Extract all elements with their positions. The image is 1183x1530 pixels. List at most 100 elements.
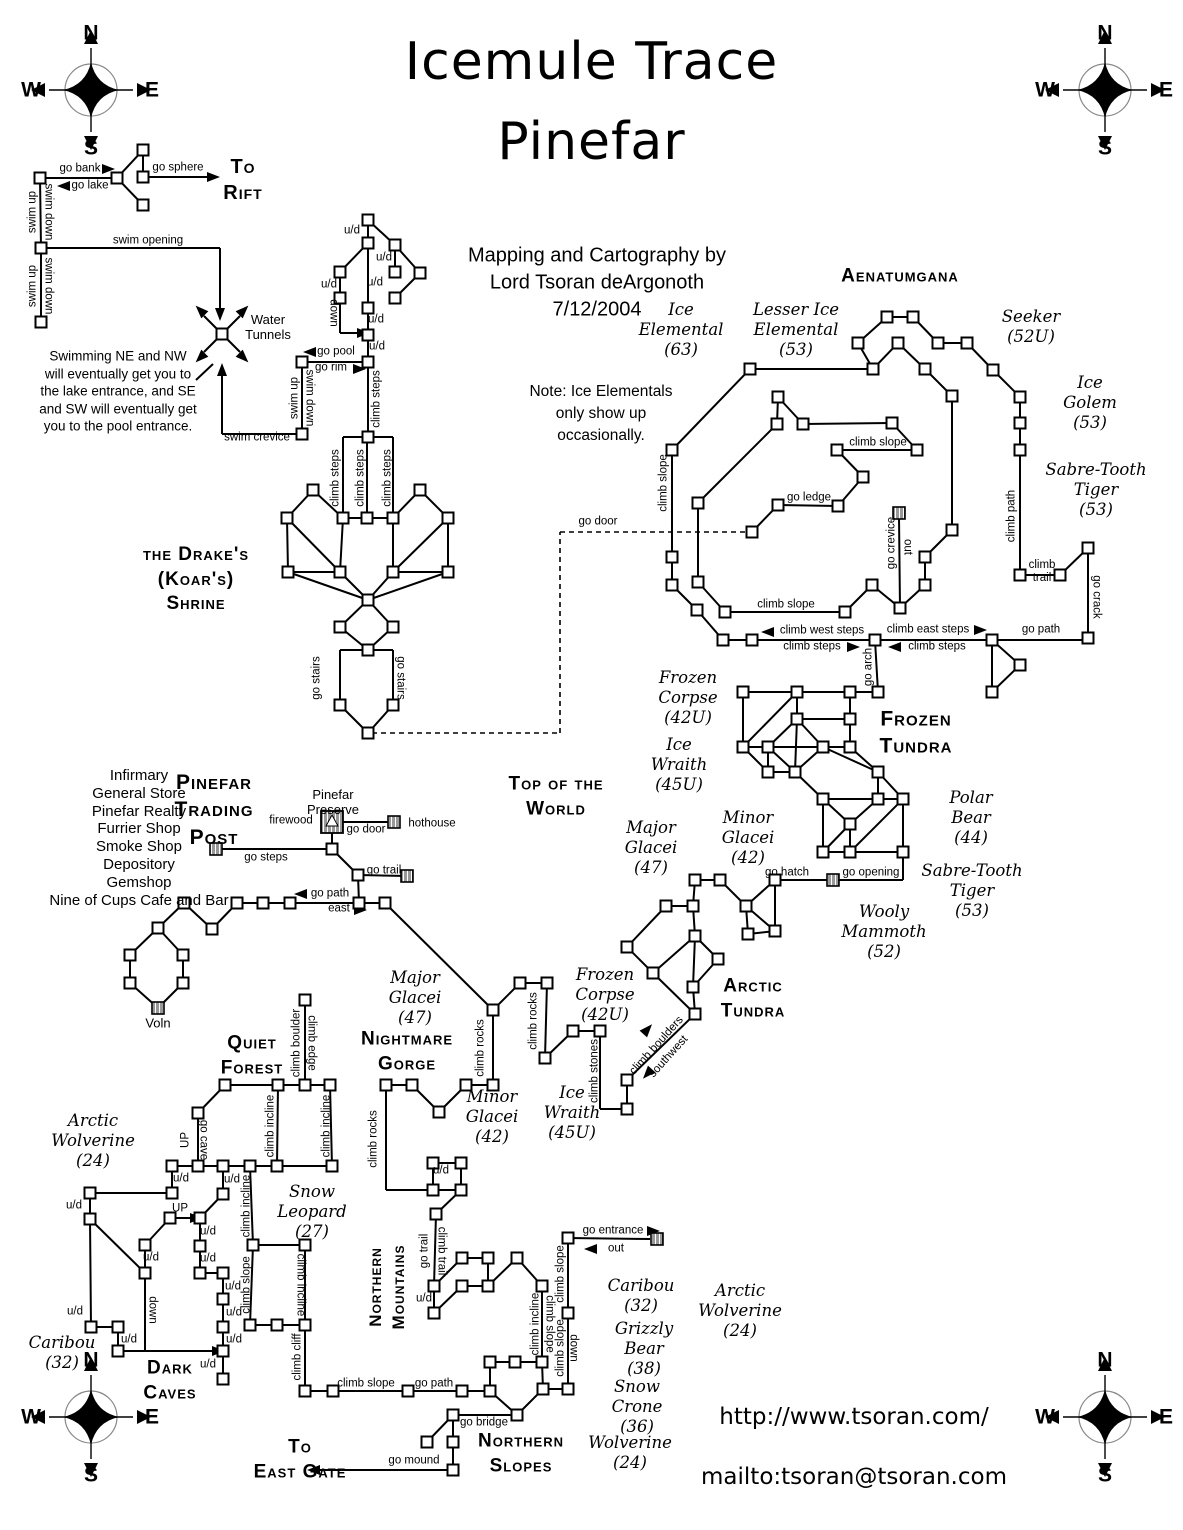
room-node[interactable] [361,643,375,657]
room-node[interactable] [871,685,885,699]
room-node[interactable] [745,633,759,647]
room-node[interactable] [333,698,347,712]
room-node[interactable] [510,1251,524,1265]
room-node[interactable] [646,966,660,980]
room-node[interactable] [535,1279,549,1293]
room-node[interactable] [910,443,924,457]
room-node[interactable] [830,443,844,457]
email-link[interactable]: mailto:tsoran@tsoran.com [701,1464,1007,1490]
room-node[interactable] [386,511,400,525]
room-node[interactable] [243,1159,257,1173]
room-node[interactable] [816,792,830,806]
room-node[interactable] [420,1435,434,1449]
room-node[interactable] [333,265,347,279]
room-node[interactable] [176,948,190,962]
room-node[interactable] [986,363,1000,377]
room-node[interactable] [243,1318,257,1332]
room-node[interactable] [838,605,852,619]
room-node[interactable] [281,565,295,579]
room-node[interactable] [945,523,959,537]
room-node[interactable] [885,416,899,430]
room-node[interactable] [193,1211,207,1225]
room-node[interactable] [843,685,857,699]
building-node[interactable] [387,815,401,829]
room-node[interactable] [298,993,312,1007]
room-node[interactable] [454,1183,468,1197]
room-node[interactable] [620,940,634,954]
room-node[interactable] [688,1007,702,1021]
room-node[interactable] [768,924,782,938]
room-node[interactable] [361,593,375,607]
room-node[interactable] [761,740,775,754]
room-node[interactable] [659,899,673,913]
building-node[interactable] [650,1232,664,1246]
room-node[interactable] [151,921,165,935]
room-node[interactable] [386,620,400,634]
room-node[interactable] [333,565,347,579]
room-node[interactable] [454,1156,468,1170]
room-node[interactable] [191,1159,205,1173]
room-node[interactable] [298,1238,312,1252]
room-node[interactable] [379,1078,393,1092]
room-node[interactable] [716,633,730,647]
room-node[interactable] [896,792,910,806]
room-node[interactable] [361,236,375,250]
building-node[interactable] [826,873,840,887]
room-node[interactable] [441,565,455,579]
room-node[interactable] [743,362,757,376]
room-node[interactable] [510,1408,524,1422]
room-node[interactable] [880,310,894,324]
room-node[interactable] [216,1292,230,1306]
room-node[interactable] [985,685,999,699]
room-node[interactable] [295,355,309,369]
room-node[interactable] [388,265,402,279]
room-node[interactable] [216,1266,230,1280]
building-node[interactable] [151,1001,165,1015]
room-node[interactable] [718,605,732,619]
room-node[interactable] [843,817,857,831]
room-node[interactable] [593,1024,607,1038]
room-node[interactable] [513,976,527,990]
room-node[interactable] [441,511,455,525]
room-node[interactable] [256,896,270,910]
room-node[interactable] [361,301,375,315]
room-node[interactable] [34,241,48,255]
room-node[interactable] [361,213,375,227]
room-node[interactable] [535,1355,549,1369]
room-node[interactable] [325,1159,339,1173]
room-node[interactable] [796,417,810,431]
room-node[interactable] [215,327,229,341]
room-node[interactable] [427,1279,441,1293]
room-node[interactable] [83,1212,97,1226]
room-node[interactable] [620,1073,634,1087]
room-node[interactable] [1013,568,1027,582]
room-node[interactable] [111,1320,125,1334]
room-node[interactable] [851,336,865,350]
room-node[interactable] [945,389,959,403]
room-node[interactable] [361,328,375,342]
room-node[interactable] [388,291,402,305]
room-node[interactable] [83,1186,97,1200]
room-node[interactable] [361,430,375,444]
room-node[interactable] [280,511,294,525]
room-node[interactable] [931,336,945,350]
room-node[interactable] [138,1266,152,1280]
room-node[interactable] [325,842,339,856]
room-node[interactable] [336,511,350,525]
room-node[interactable] [508,1355,522,1369]
room-node[interactable] [193,1266,207,1280]
room-node[interactable] [486,1078,500,1092]
room-node[interactable] [481,1279,495,1293]
room-node[interactable] [856,470,870,484]
room-node[interactable] [561,1306,575,1320]
room-node[interactable] [906,310,920,324]
room-node[interactable] [386,698,400,712]
room-node[interactable] [866,362,880,376]
room-node[interactable] [446,1435,460,1449]
room-node[interactable] [306,483,320,497]
room-node[interactable] [165,1159,179,1173]
room-node[interactable] [361,726,375,740]
room-node[interactable] [455,1251,469,1265]
room-node[interactable] [561,1231,575,1245]
room-node[interactable] [865,578,879,592]
